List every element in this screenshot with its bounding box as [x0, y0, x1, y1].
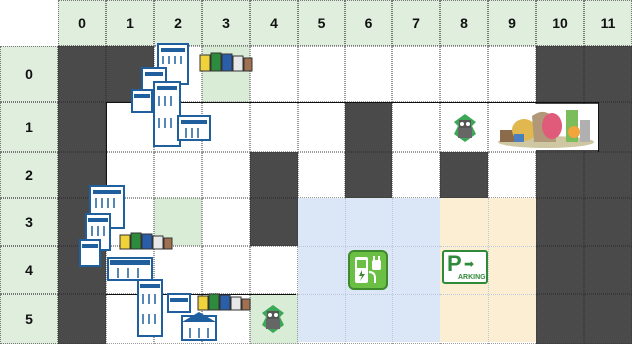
grid-cell-r0-c4 [250, 46, 298, 102]
grid-cell-r2-c6 [345, 152, 392, 198]
grid-cell-r0-c9 [488, 46, 536, 102]
grid-cell-r0-c8 [440, 46, 488, 102]
grid-cell-r2-c3 [202, 152, 250, 198]
row-header-1: 1 [0, 102, 58, 152]
parking-sign-label: ARKING [458, 274, 486, 282]
grid-cell-r2-c5 [298, 152, 345, 198]
grid-cell-r2-c10 [536, 152, 584, 198]
recycling-robot-icon [450, 112, 480, 144]
grid-cell-r4-c4 [250, 246, 298, 294]
parking-sign-letter: P [447, 253, 462, 275]
recycling-robot-icon [258, 303, 288, 335]
column-header-9: 9 [488, 0, 536, 46]
column-header-11: 11 [584, 0, 632, 46]
column-header-5: 5 [298, 0, 345, 46]
grid-cell-r0-c11 [584, 46, 632, 102]
column-header-0: 0 [58, 0, 106, 46]
ev-charging-station-icon [348, 250, 388, 290]
grid-cell-r3-c3 [202, 198, 250, 246]
grid-cell-r5-c11 [584, 294, 632, 344]
wall-line [598, 102, 599, 152]
grid-cell-r0-c10 [536, 46, 584, 102]
column-header-8: 8 [440, 0, 488, 46]
column-header-7: 7 [392, 0, 440, 46]
column-header-3: 3 [202, 0, 250, 46]
grid-cell-r2-c9 [488, 152, 536, 198]
parking-sign-icon: P ➡ ARKING [442, 250, 488, 284]
grid-cell-r1-c0 [58, 102, 106, 152]
grid-cell-r0-c7 [392, 46, 440, 102]
row-header-3: 3 [0, 198, 58, 246]
grid-cell-r0-c0 [58, 46, 106, 102]
row-header-4: 4 [0, 246, 58, 294]
recycling-bins-icon [196, 290, 252, 312]
grid-cell-r5-c10 [536, 294, 584, 344]
column-header-4: 4 [250, 0, 298, 46]
row-header-2: 2 [0, 152, 58, 198]
column-header-6: 6 [345, 0, 392, 46]
grid-cell-r0-c6 [345, 46, 392, 102]
grid-cell-r3-c4 [250, 198, 298, 246]
grid-cell-r2-c8 [440, 152, 488, 198]
grid-cell-r1-c5 [298, 102, 345, 152]
column-header-10: 10 [536, 0, 584, 46]
garbage-pile-icon [494, 104, 598, 150]
grid-cell-r5-c0 [58, 294, 106, 344]
grid-cell-r4-c11 [584, 246, 632, 294]
grid-cell-r3-c10 [536, 198, 584, 246]
row-header-0: 0 [0, 46, 58, 102]
corner-blank [0, 0, 58, 46]
recycling-bins-icon [118, 229, 174, 251]
grid-cell-r1-c6 [345, 102, 392, 152]
arrow-right-icon: ➡ [464, 258, 474, 270]
grid-cell-r0-c5 [298, 46, 345, 102]
grid-cell-r1-c7 [392, 102, 440, 152]
recycling-bins-icon [198, 49, 254, 73]
grid-cell-r2-c4 [250, 152, 298, 198]
grid-cell-r1-c4 [250, 102, 298, 152]
column-header-1: 1 [106, 0, 154, 46]
column-header-2: 2 [154, 0, 202, 46]
grid-cell-r3-c11 [584, 198, 632, 246]
grid-cell-r2-c11 [584, 152, 632, 198]
grid-cell-r4-c10 [536, 246, 584, 294]
row-header-5: 5 [0, 294, 58, 344]
grid-cell-r2-c7 [392, 152, 440, 198]
